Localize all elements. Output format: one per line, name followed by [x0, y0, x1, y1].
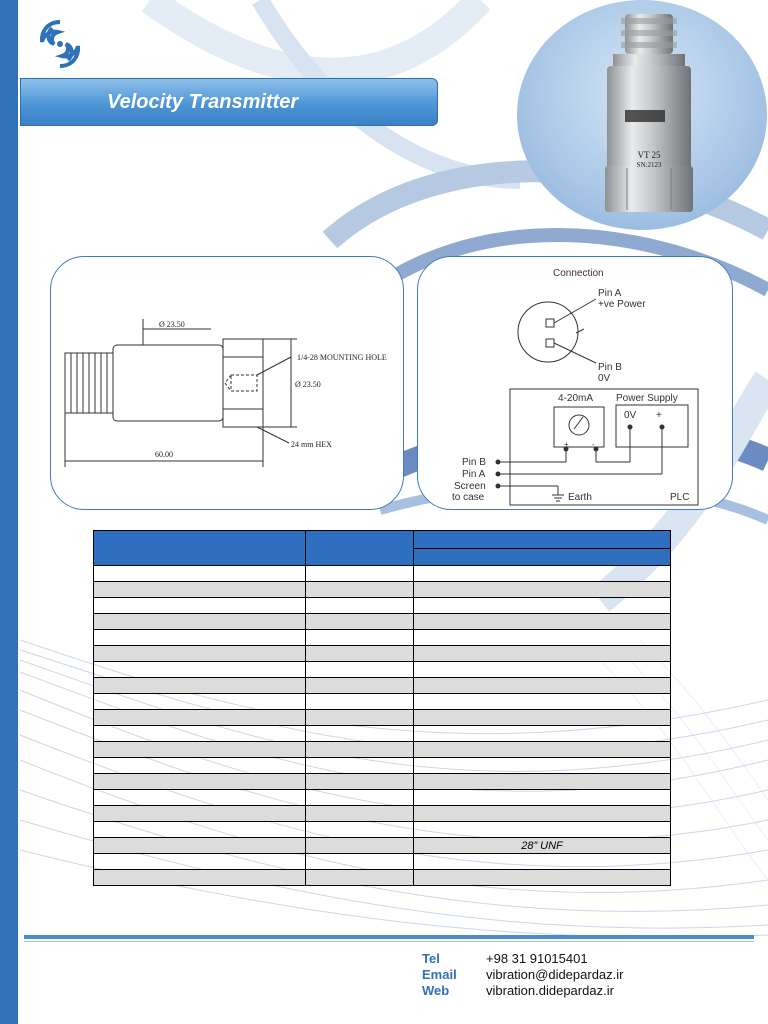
screen-label-2: to case — [452, 492, 485, 503]
company-logo-icon — [39, 20, 81, 68]
dimension-drawing: Ø 23.50 1/4-28 MOUNTING HOLE Ø 23.50 24 … — [64, 319, 387, 467]
power-supply-label: Power Supply — [616, 393, 678, 404]
table-header-cell — [93, 530, 306, 566]
table-row — [93, 677, 671, 694]
contact-block: Tel +98 31 91015401 Email vibration@didepa… — [422, 951, 624, 999]
sensor-image: VT 25 SN:2123 — [605, 14, 693, 212]
pin-b-label: Pin B — [598, 362, 622, 373]
email-link[interactable]: vibration@didepardaz.ir — [486, 967, 624, 982]
dim-diameter-side: Ø 23.50 — [295, 380, 321, 389]
product-serial: SN:2123 — [637, 161, 662, 169]
table-row — [93, 581, 671, 598]
table-header-cell — [305, 530, 414, 566]
table-row — [93, 629, 671, 646]
table-row — [93, 565, 671, 582]
table-row — [93, 597, 671, 614]
connection-title: Connection — [553, 268, 604, 279]
page-title: Velocity Transmitter — [107, 91, 299, 113]
dimension-drawing-panel: Ø 23.50 1/4-28 MOUNTING HOLE Ø 23.50 24 … — [50, 256, 404, 510]
email-label: Email — [422, 967, 457, 982]
connection-diagram-panel: Connection Pin A +ve Power Pin B 0V 4-20… — [417, 256, 733, 510]
left-pin-b-label: Pin B — [462, 457, 486, 468]
tel-value[interactable]: +98 31 91015401 — [486, 951, 588, 966]
dim-hex: 24 mm HEX — [291, 440, 332, 449]
table-row — [93, 693, 671, 710]
table-row — [93, 661, 671, 678]
earth-label: Earth — [568, 492, 592, 503]
table-row — [93, 853, 671, 870]
meter-plus-label: + — [564, 440, 569, 449]
meter-minus-label: - — [592, 440, 595, 449]
thread-note: 28” UNF — [413, 837, 671, 854]
pin-b-desc: 0V — [598, 373, 611, 384]
title-banner: Velocity Transmitter — [20, 78, 438, 126]
table-row: 28” UNF — [93, 837, 671, 854]
product-photo: VT 25 SN:2123 — [517, 0, 767, 230]
screen-label-1: Screen — [454, 481, 486, 492]
table-row — [93, 773, 671, 790]
connection-diagram: Connection Pin A +ve Power Pin B 0V 4-20… — [452, 268, 699, 506]
tel-label: Tel — [422, 951, 440, 966]
pin-a-desc: +ve Power — [598, 299, 646, 310]
ps-plus-label: + — [656, 410, 662, 421]
spec-table: 28” UNF — [93, 530, 671, 886]
product-model: VT 25 — [637, 150, 661, 160]
footer-divider — [24, 935, 754, 939]
table-row — [93, 805, 671, 822]
table-row — [93, 741, 671, 758]
ps-zero-label: 0V — [624, 410, 637, 421]
dim-length: 60.00 — [155, 450, 173, 459]
footer-divider-thin — [24, 941, 754, 942]
plc-label: PLC — [670, 492, 689, 503]
table-row — [93, 869, 671, 886]
pin-a-label: Pin A — [598, 288, 622, 299]
table-header-cell — [413, 547, 671, 566]
current-loop-label: 4-20mA — [558, 393, 593, 404]
table-header-row — [93, 530, 671, 566]
left-pin-a-label: Pin A — [462, 469, 486, 480]
dim-mounting-hole: 1/4-28 MOUNTING HOLE — [297, 353, 387, 362]
table-row — [93, 821, 671, 838]
web-label: Web — [422, 983, 450, 998]
table-row — [93, 613, 671, 630]
table-header-row — [94, 547, 671, 566]
table-row — [93, 709, 671, 726]
dim-diameter-top: Ø 23.50 — [159, 320, 185, 329]
table-row — [93, 789, 671, 806]
table-row — [93, 757, 671, 774]
table-row — [93, 645, 671, 662]
left-accent-bar — [0, 0, 18, 1024]
table-row — [93, 725, 671, 742]
table-header-cell — [413, 530, 671, 549]
web-link[interactable]: vibration.didepardaz.ir — [486, 983, 614, 998]
